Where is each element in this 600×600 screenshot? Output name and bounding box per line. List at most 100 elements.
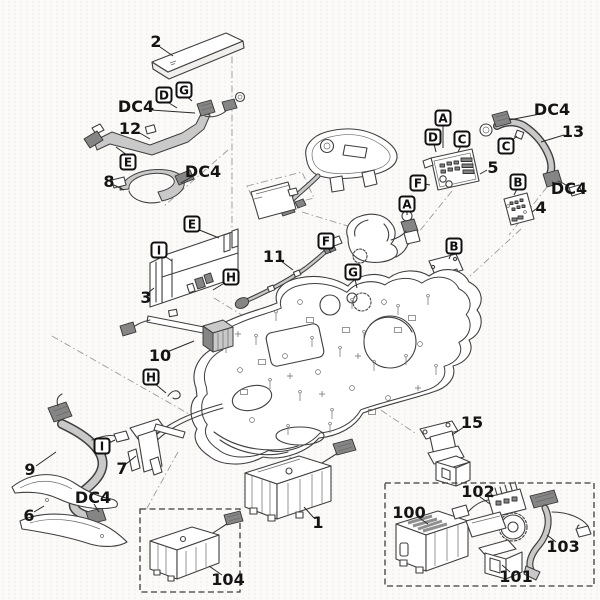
part-label-104-10: 104 — [211, 570, 245, 589]
part-label-1-9: 1 — [312, 513, 324, 532]
part-label-dc4-23: DC4 — [74, 488, 112, 507]
chassis-detail — [396, 303, 400, 315]
part-label-5-16: 5 — [487, 158, 499, 177]
chassis-detail — [417, 341, 423, 347]
letter-tag-f-15: F — [317, 232, 335, 250]
part-label-4-17: 4 — [535, 198, 547, 217]
letter-tag-a-14: A — [398, 195, 416, 213]
part-101-holder — [478, 539, 523, 580]
part-label-dc4-19: DC4 — [117, 97, 155, 116]
part-9-cable — [47, 393, 130, 525]
part-label-2-0: 2 — [150, 32, 162, 51]
part-label-9-6: 9 — [24, 460, 36, 479]
chassis-detail — [268, 377, 272, 389]
chassis-body — [190, 269, 482, 465]
chassis-detail — [306, 317, 314, 323]
part-12-harness — [83, 91, 246, 156]
chassis-detail — [394, 327, 402, 333]
chassis-detail — [282, 353, 288, 359]
chassis-detail — [254, 333, 258, 345]
part-label-3-3: 3 — [140, 288, 152, 307]
chassis-detail — [315, 369, 321, 375]
part-label-dc4-21: DC4 — [533, 100, 571, 119]
part-label-6-8: 6 — [23, 506, 35, 525]
letter-tag-g-1: G — [175, 81, 193, 99]
inset-box-104 — [139, 508, 244, 593]
chassis-detail — [249, 417, 255, 423]
part-label-103-14: 103 — [546, 537, 580, 556]
letter-tag-f-12: F — [409, 174, 427, 192]
inset-box-100s — [384, 481, 595, 587]
part-103-harness — [523, 489, 592, 581]
letter-tag-d-0: D — [155, 86, 173, 104]
part-2-cover — [151, 32, 245, 80]
letter-tag-d-9: D — [424, 128, 442, 146]
letter-tag-c-10: C — [453, 130, 471, 148]
part-102-cable — [451, 481, 528, 542]
part-label-dc4-20: DC4 — [184, 162, 222, 181]
chassis-detail — [330, 407, 334, 419]
chassis-detail — [381, 299, 387, 305]
pump-assembly — [346, 213, 407, 264]
part-100-battery — [395, 510, 469, 574]
chassis-detail — [434, 363, 438, 375]
chassis-detail — [319, 391, 325, 397]
part-label-11-4: 11 — [262, 247, 286, 266]
part-label-10-5: 10 — [148, 346, 172, 365]
chassis-detail — [286, 423, 290, 435]
console-assembly — [250, 128, 398, 220]
chassis-detail — [258, 359, 266, 365]
letter-tag-b-13: B — [509, 173, 527, 191]
coupling-connector — [395, 210, 421, 258]
letter-tag-i-7: I — [93, 437, 111, 455]
chassis-detail — [328, 421, 332, 433]
part-10-harness — [119, 308, 234, 353]
chassis-detail — [415, 385, 421, 391]
part-label-100-11: 100 — [392, 503, 426, 522]
chassis-detail — [362, 329, 366, 341]
letter-tag-g-17: G — [344, 263, 362, 281]
letter-tag-c-11: C — [497, 137, 515, 155]
chassis-detail — [237, 367, 243, 373]
part-5-board — [422, 148, 480, 191]
chassis-detail — [310, 335, 314, 347]
part-label-102-13: 102 — [461, 482, 495, 501]
letter-tag-e-3: E — [183, 215, 201, 233]
chassis-detail — [426, 293, 430, 305]
chassis-detail — [368, 409, 376, 415]
letter-tag-i-4: I — [150, 241, 168, 259]
part-label-13-18: 13 — [561, 122, 585, 141]
chassis-detail — [240, 389, 248, 395]
part-label-7-7: 7 — [116, 459, 128, 478]
chassis-detail — [372, 359, 376, 371]
part-4-board — [503, 192, 535, 226]
part-label-8-2: 8 — [103, 172, 115, 191]
part-7-bracket — [127, 390, 224, 476]
letter-tag-h-6: H — [142, 368, 160, 386]
chassis-detail — [349, 385, 355, 391]
part-3-bracket — [149, 228, 239, 308]
chassis-detail — [287, 373, 293, 379]
chassis-detail — [350, 297, 354, 309]
chassis-detail — [274, 309, 278, 321]
chassis-detail — [355, 353, 361, 359]
chassis-detail — [338, 345, 342, 357]
part-13-harness — [479, 110, 583, 197]
part-label-101-12: 101 — [499, 567, 533, 586]
chassis-detail — [342, 327, 350, 333]
chassis-detail — [408, 315, 416, 321]
chassis-detail — [404, 353, 408, 365]
letter-tag-h-5: H — [222, 268, 240, 286]
part-1-battery — [244, 438, 357, 522]
letter-tag-a-8: A — [434, 109, 452, 127]
part-label-12-1: 12 — [118, 119, 142, 138]
chassis-detail — [298, 389, 302, 401]
chassis-detail — [297, 299, 303, 305]
letter-tag-e-2: E — [119, 153, 137, 171]
part-6-panel — [11, 474, 128, 547]
chassis-detail — [385, 395, 391, 401]
part-label-15-15: 15 — [460, 413, 484, 432]
